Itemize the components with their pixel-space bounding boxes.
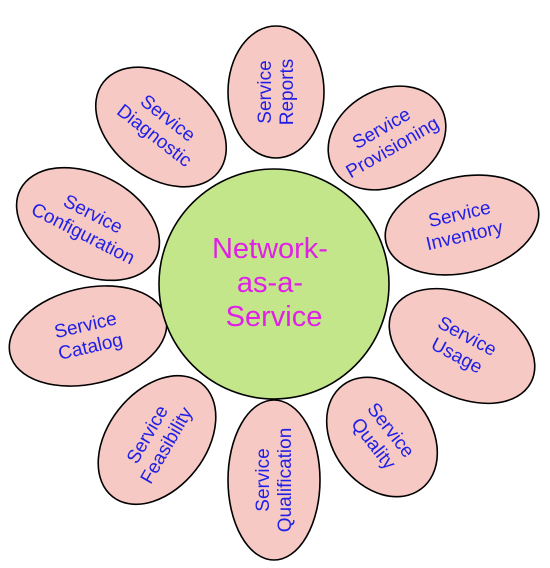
petal-shape-service-feasibility [97, 374, 217, 506]
petal-service-quality: ServiceQuality [325, 376, 439, 498]
petal-service-diagnostic: ServiceDiagnostic [94, 66, 228, 188]
center-label-line-3: Service [226, 301, 323, 333]
center-label-line-1: Network- [212, 233, 328, 265]
petal-shape-service-quality [325, 376, 439, 498]
petal-service-reports: ServiceReports [227, 25, 325, 159]
center-circle [158, 168, 390, 400]
petal-service-feasibility: ServiceFeasibility [97, 374, 217, 506]
petal-shape-service-inventory [384, 174, 540, 276]
petal-service-provisioning: ServiceProvisioning [327, 85, 447, 191]
petal-shape-service-qualification [227, 399, 321, 561]
center-label: Network- as-a- Service [212, 233, 336, 333]
petal-shape-service-diagnostic [94, 66, 228, 188]
petal-service-catalog: ServiceCatalog [8, 285, 168, 387]
petals-layer: ServiceReportsServiceProvisioningService… [8, 25, 540, 561]
petal-label-line: Reports [277, 59, 298, 126]
petal-shape-service-configuration [15, 166, 161, 282]
petal-service-configuration: ServiceConfiguration [15, 166, 161, 282]
petal-service-usage: ServiceUsage [388, 287, 536, 405]
petal-service-qualification: ServiceQualification [227, 399, 321, 561]
petal-label-line: Service [253, 448, 274, 511]
center-node: Network- as-a- Service [158, 168, 390, 400]
petal-shape-service-usage [388, 287, 536, 405]
petal-label-line: Qualification [275, 428, 296, 533]
petal-shape-service-reports [227, 25, 325, 159]
petal-label-service-qualification: ServiceQualification [253, 428, 296, 533]
center-label-line-2: as-a- [237, 267, 303, 299]
petal-label-line: Service [255, 60, 276, 123]
petal-shape-service-provisioning [327, 85, 447, 191]
petal-service-inventory: ServiceInventory [384, 174, 540, 276]
petal-label-service-reports: ServiceReports [255, 59, 298, 126]
